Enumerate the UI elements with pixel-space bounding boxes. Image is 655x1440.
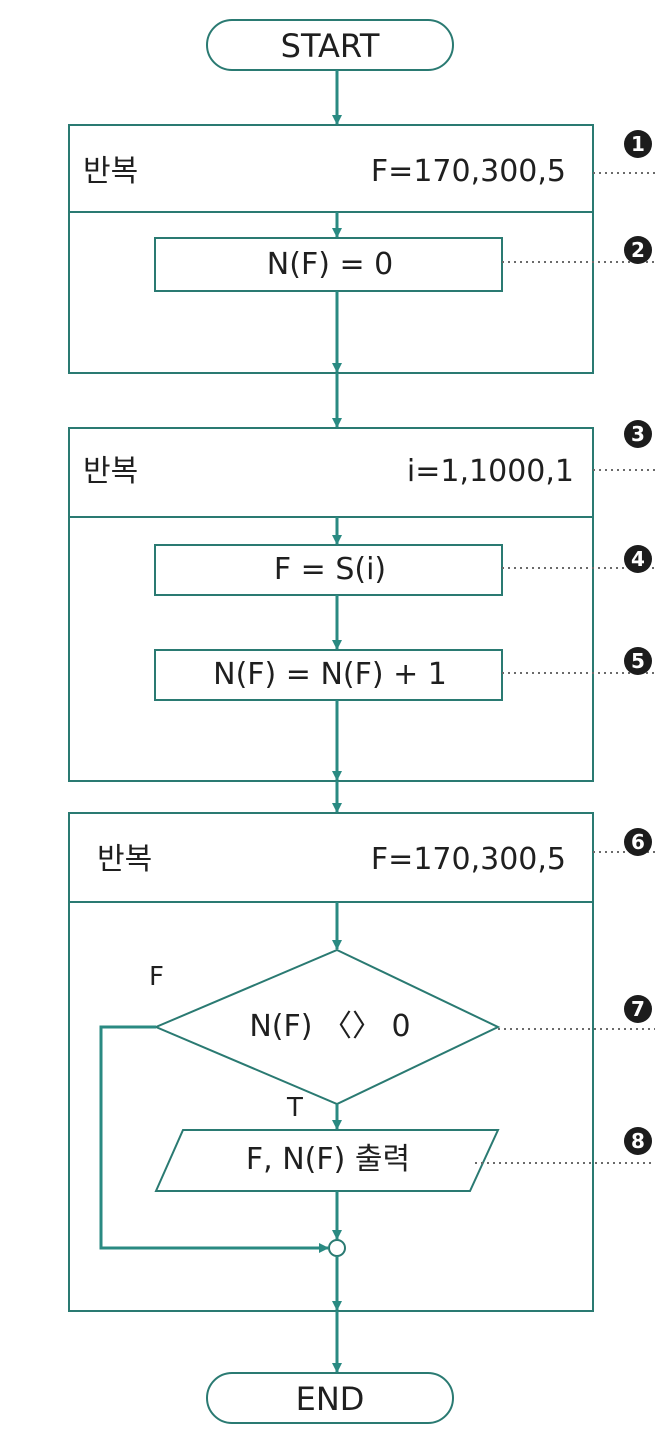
loop-2-range: i=1,1000,1	[406, 454, 574, 489]
start-label: START	[280, 27, 380, 65]
output-parallelogram	[154, 1129, 500, 1192]
process-1-text: N(F) = 0	[266, 247, 394, 282]
merge-node	[328, 1239, 346, 1257]
marker-4: 4	[624, 545, 652, 573]
false-branch-line	[99, 1025, 329, 1253]
start-terminal	[206, 19, 454, 71]
loop-1-keyword: 반복	[83, 154, 139, 189]
loop-1-frame	[68, 124, 594, 374]
marker-5: 5	[624, 647, 652, 675]
marker-8: 8	[624, 1127, 652, 1155]
loop-3-range: F=170,300,5	[370, 842, 566, 877]
loop-2-frame	[68, 427, 594, 782]
marker-2: 2	[624, 236, 652, 264]
process-2-box	[154, 544, 503, 596]
loop-2-keyword: 반복	[83, 454, 139, 489]
false-branch-label: F	[149, 962, 164, 992]
process-2-text: F = S(i)	[273, 552, 387, 587]
decision-text: N(F) 〈〉 0	[249, 1009, 411, 1044]
loop-3-keyword: 반복	[97, 842, 153, 877]
process-3-text: N(F) = N(F) + 1	[213, 657, 447, 692]
marker-1: 1	[624, 130, 652, 158]
loop-3-frame	[68, 812, 594, 1312]
output-text: F, N(F) 출력	[245, 1142, 411, 1177]
loop-1-range: F=170,300,5	[370, 154, 566, 189]
marker-3: 3	[624, 420, 652, 448]
true-branch-label: T	[287, 1093, 303, 1123]
marker-6: 6	[624, 828, 652, 856]
process-1-box	[154, 237, 503, 292]
end-terminal	[206, 1372, 454, 1424]
end-label: END	[295, 1380, 365, 1418]
flow-arrows	[99, 70, 342, 1373]
process-3-box	[154, 649, 503, 701]
marker-7: 7	[624, 995, 652, 1023]
